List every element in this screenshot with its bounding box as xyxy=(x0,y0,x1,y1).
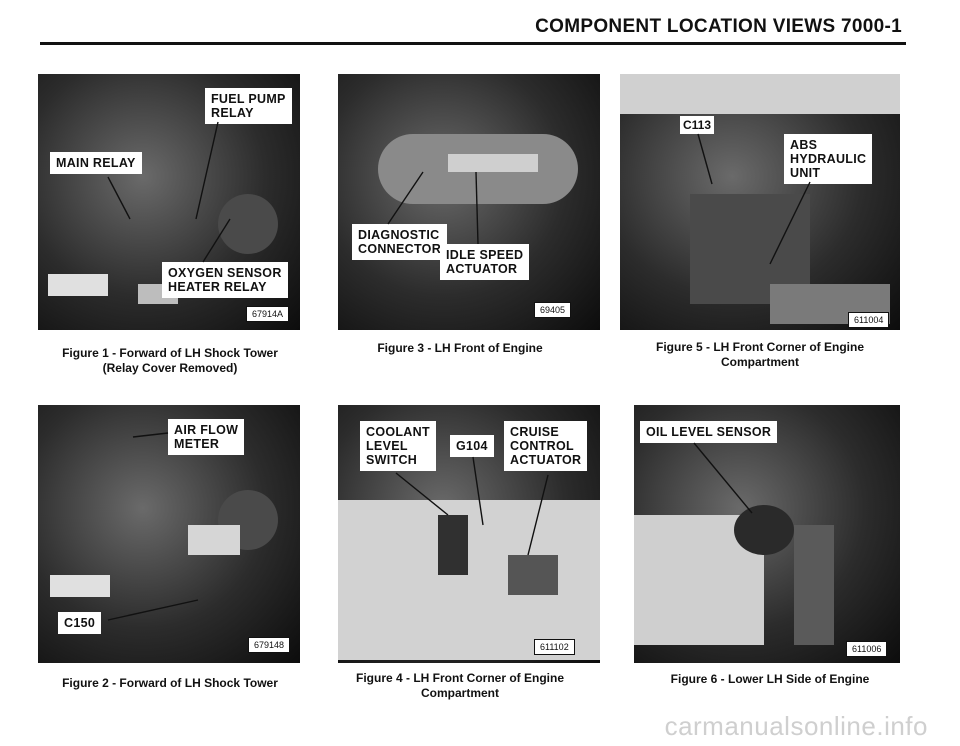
c150-label: C150 xyxy=(58,612,102,634)
figure-1-photo: FUEL PUMP RELAY MAIN RELAY OXYGEN SENSOR… xyxy=(38,74,300,330)
figure-4-photo: COOLANT LEVEL SWITCH G104 CRUISE CONTROL… xyxy=(338,405,600,663)
photo-code: 67914A xyxy=(246,306,290,322)
oil-level-sensor-label: OIL LEVEL SENSOR xyxy=(640,421,778,443)
photo-code: 611006 xyxy=(846,641,888,657)
figure-4-caption: Figure 4 - LH Front Corner of Engine Com… xyxy=(320,671,600,701)
watermark: carmanualsonline.info xyxy=(664,711,928,741)
caption-line: Figure 1 - Forward of LH Shock Tower xyxy=(62,346,278,360)
caption-line: Figure 5 - LH Front Corner of Engine xyxy=(656,340,864,354)
abs-hydraulic-unit-label: ABS HYDRAULIC UNIT xyxy=(784,134,873,184)
figure-3-caption: Figure 3 - LH Front of Engine xyxy=(320,341,600,356)
header-rule xyxy=(40,42,906,45)
figure-6-caption: Figure 6 - Lower LH Side of Engine xyxy=(630,672,910,687)
photo-code: 611004 xyxy=(848,312,890,328)
caption-line: Compartment xyxy=(420,686,499,700)
caption-line: Compartment xyxy=(720,355,799,369)
diagnostic-connector-label: DIAGNOSTIC CONNECTOR xyxy=(352,224,448,260)
g104-label: G104 xyxy=(450,435,494,457)
oxygen-sensor-heater-relay-label: OXYGEN SENSOR HEATER RELAY xyxy=(162,262,288,298)
page-title: COMPONENT LOCATION VIEWS 7000-1 xyxy=(535,16,902,37)
photo-code: 679148 xyxy=(248,637,291,653)
caption-line: Figure 6 - Lower LH Side of Engine xyxy=(670,672,870,686)
photo-code: 611102 xyxy=(534,639,575,655)
main-relay-label: MAIN RELAY xyxy=(50,152,142,174)
figure-1-caption: Figure 1 - Forward of LH Shock Tower (Re… xyxy=(30,346,310,376)
caption-line: (Relay Cover Removed) xyxy=(102,361,238,375)
caption-line: Figure 4 - LH Front Corner of Engine xyxy=(356,671,564,685)
figure-3-photo: DIAGNOSTIC CONNECTOR IDLE SPEED ACTUATOR… xyxy=(338,74,600,330)
air-flow-meter-label: AIR FLOW METER xyxy=(168,419,245,455)
figure-5-photo: C113 ABS HYDRAULIC UNIT 611004 xyxy=(620,74,900,330)
figure-6-photo: OIL LEVEL SENSOR 611006 xyxy=(634,405,900,663)
cruise-control-actuator-label: CRUISE CONTROL ACTUATOR xyxy=(504,421,588,471)
figure-2-photo: AIR FLOW METER C150 679148 xyxy=(38,405,300,663)
figure-5-caption: Figure 5 - LH Front Corner of Engine Com… xyxy=(620,340,900,370)
photo-code: 69405 xyxy=(534,302,572,318)
c113-label: C113 xyxy=(680,116,715,134)
caption-line: Figure 3 - LH Front of Engine xyxy=(377,341,543,355)
idle-speed-actuator-label: IDLE SPEED ACTUATOR xyxy=(440,244,530,280)
figure-2-caption: Figure 2 - Forward of LH Shock Tower xyxy=(30,676,310,691)
caption-line: Figure 2 - Forward of LH Shock Tower xyxy=(62,676,278,690)
fuel-pump-relay-label: FUEL PUMP RELAY xyxy=(205,88,292,124)
coolant-level-switch-label: COOLANT LEVEL SWITCH xyxy=(360,421,436,471)
